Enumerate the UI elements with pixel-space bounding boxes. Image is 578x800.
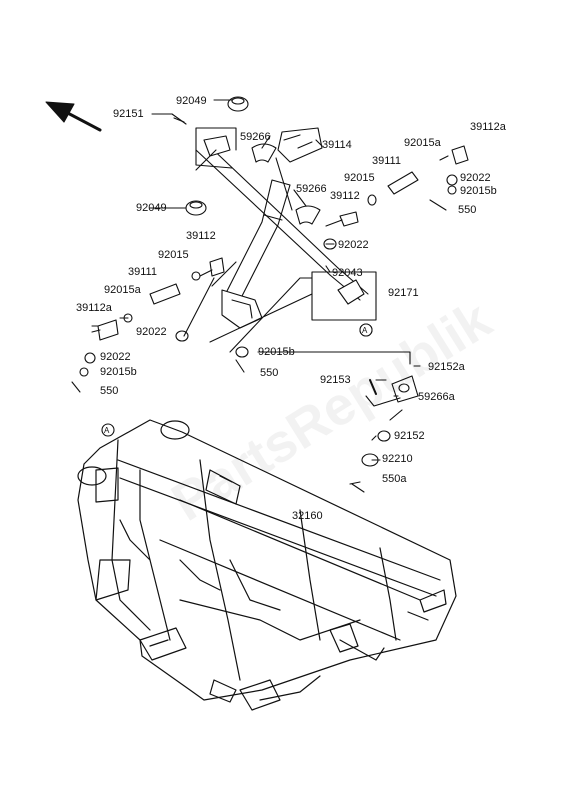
part-label-92171: 92171	[388, 287, 419, 299]
part-label-59266-b: 59266	[296, 183, 327, 195]
part-label-550-right: 550	[458, 204, 477, 216]
part-label-39112a-right: 39112a	[470, 121, 506, 133]
part-label-92015-right: 92015	[344, 172, 375, 184]
part-label-92022-right-1: 92022	[460, 172, 491, 184]
part-label-92210: 92210	[382, 453, 413, 465]
part-label-92015b-center: 92015b	[258, 346, 295, 358]
callout-a-upper: A	[362, 326, 368, 335]
part-label-550a: 550a	[382, 473, 407, 485]
small-fasteners	[71, 96, 469, 493]
part-label-92152: 92152	[394, 430, 425, 442]
part-label-92049-mid: 92049	[136, 202, 167, 214]
part-label-92153: 92153	[320, 374, 351, 386]
part-label-39111-left: 39111	[128, 266, 157, 278]
part-label-92015a-left: 92015a	[104, 284, 141, 296]
part-label-92151: 92151	[113, 108, 144, 120]
callout-markers	[101, 323, 373, 437]
part-label-59266a: 59266a	[418, 391, 455, 403]
part-label-92022-left-1: 92022	[136, 326, 167, 338]
callout-a-lower: A	[104, 426, 110, 435]
part-label-39112-left: 39112	[186, 230, 216, 242]
part-label-550-left: 550	[100, 385, 119, 397]
part-label-92049-top: 92049	[176, 95, 207, 107]
part-label-550-center: 550	[260, 367, 279, 379]
part-label-39112a-left: 39112a	[76, 302, 112, 314]
part-label-92022-right-2: 92022	[338, 239, 369, 251]
callout-bracket-92171	[311, 271, 377, 321]
main-frame	[77, 419, 457, 711]
part-label-92015b-left: 92015b	[100, 366, 137, 378]
part-label-92015b-right: 92015b	[460, 185, 497, 197]
direction-arrow-icon	[45, 101, 102, 132]
part-label-92015a-right: 92015a	[404, 137, 441, 149]
part-label-92043: 92043	[332, 267, 363, 279]
part-label-39114: 39114	[322, 139, 352, 151]
part-label-59266-a: 59266	[240, 131, 271, 143]
part-label-92022-left-2: 92022	[100, 351, 131, 363]
part-label-39112-right: 39112	[330, 190, 360, 202]
part-label-32160: 32160	[292, 510, 323, 522]
part-label-92152a: 92152a	[428, 361, 465, 373]
part-label-39111-right: 39111	[372, 155, 401, 167]
callout-bracket-top	[195, 127, 237, 169]
steering-head-assembly	[195, 127, 369, 329]
part-label-92015-left: 92015	[158, 249, 189, 261]
